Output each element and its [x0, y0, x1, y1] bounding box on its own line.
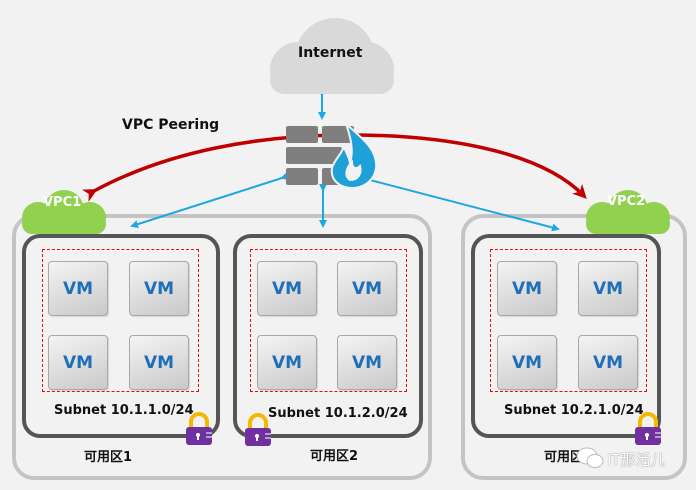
- vm[interactable]: VM: [578, 335, 638, 390]
- lock-icon: [635, 412, 661, 445]
- vpc2-cloud-icon: [586, 190, 670, 234]
- vpc2-label: VPC2: [607, 194, 646, 209]
- watermark-text: IT那活儿: [607, 451, 666, 469]
- firewall-vpc1-link: [130, 172, 289, 228]
- vm[interactable]: VM: [337, 261, 397, 316]
- vm[interactable]: VM: [337, 335, 397, 390]
- subnet-1-label: Subnet 10.1.1.0/24: [54, 403, 194, 418]
- vpc1-label: VPC1: [43, 195, 82, 210]
- subnet-1-boundary: [42, 249, 199, 392]
- vm[interactable]: VM: [257, 335, 317, 390]
- zone-3-label: 可用区: [544, 450, 584, 465]
- firewall-icon: [286, 124, 378, 190]
- internet-label: Internet: [298, 45, 363, 61]
- vm[interactable]: VM: [129, 335, 189, 390]
- vpc1-cloud-icon: [22, 190, 106, 234]
- zone-2-label: 可用区2: [310, 449, 359, 464]
- lock-icon: [245, 413, 271, 446]
- wechat-icon: [576, 447, 604, 468]
- zone-1-label: 可用区1: [84, 450, 133, 465]
- vm[interactable]: VM: [497, 335, 557, 390]
- cloud-icon: [270, 18, 394, 94]
- subnet-2-boundary: [250, 249, 407, 392]
- firewall-vpc2-link: [363, 174, 560, 232]
- subnet-3-label: Subnet 10.2.1.0/24: [504, 403, 644, 418]
- subnet-2: [233, 234, 423, 438]
- subnet-2-label: Subnet 10.1.2.0/24: [268, 406, 408, 421]
- availability-zone-3: [461, 214, 687, 480]
- vm[interactable]: VM: [48, 261, 108, 316]
- subnet-3: [471, 234, 661, 438]
- vm[interactable]: VM: [129, 261, 189, 316]
- vm[interactable]: VM: [257, 261, 317, 316]
- vpc-peering-label: VPC Peering: [122, 117, 220, 133]
- vm[interactable]: VM: [48, 335, 108, 390]
- lock-icon: [186, 412, 212, 445]
- subnet-3-boundary: [490, 249, 647, 392]
- vm[interactable]: VM: [497, 261, 557, 316]
- subnet-1: [22, 234, 220, 438]
- vm[interactable]: VM: [578, 261, 638, 316]
